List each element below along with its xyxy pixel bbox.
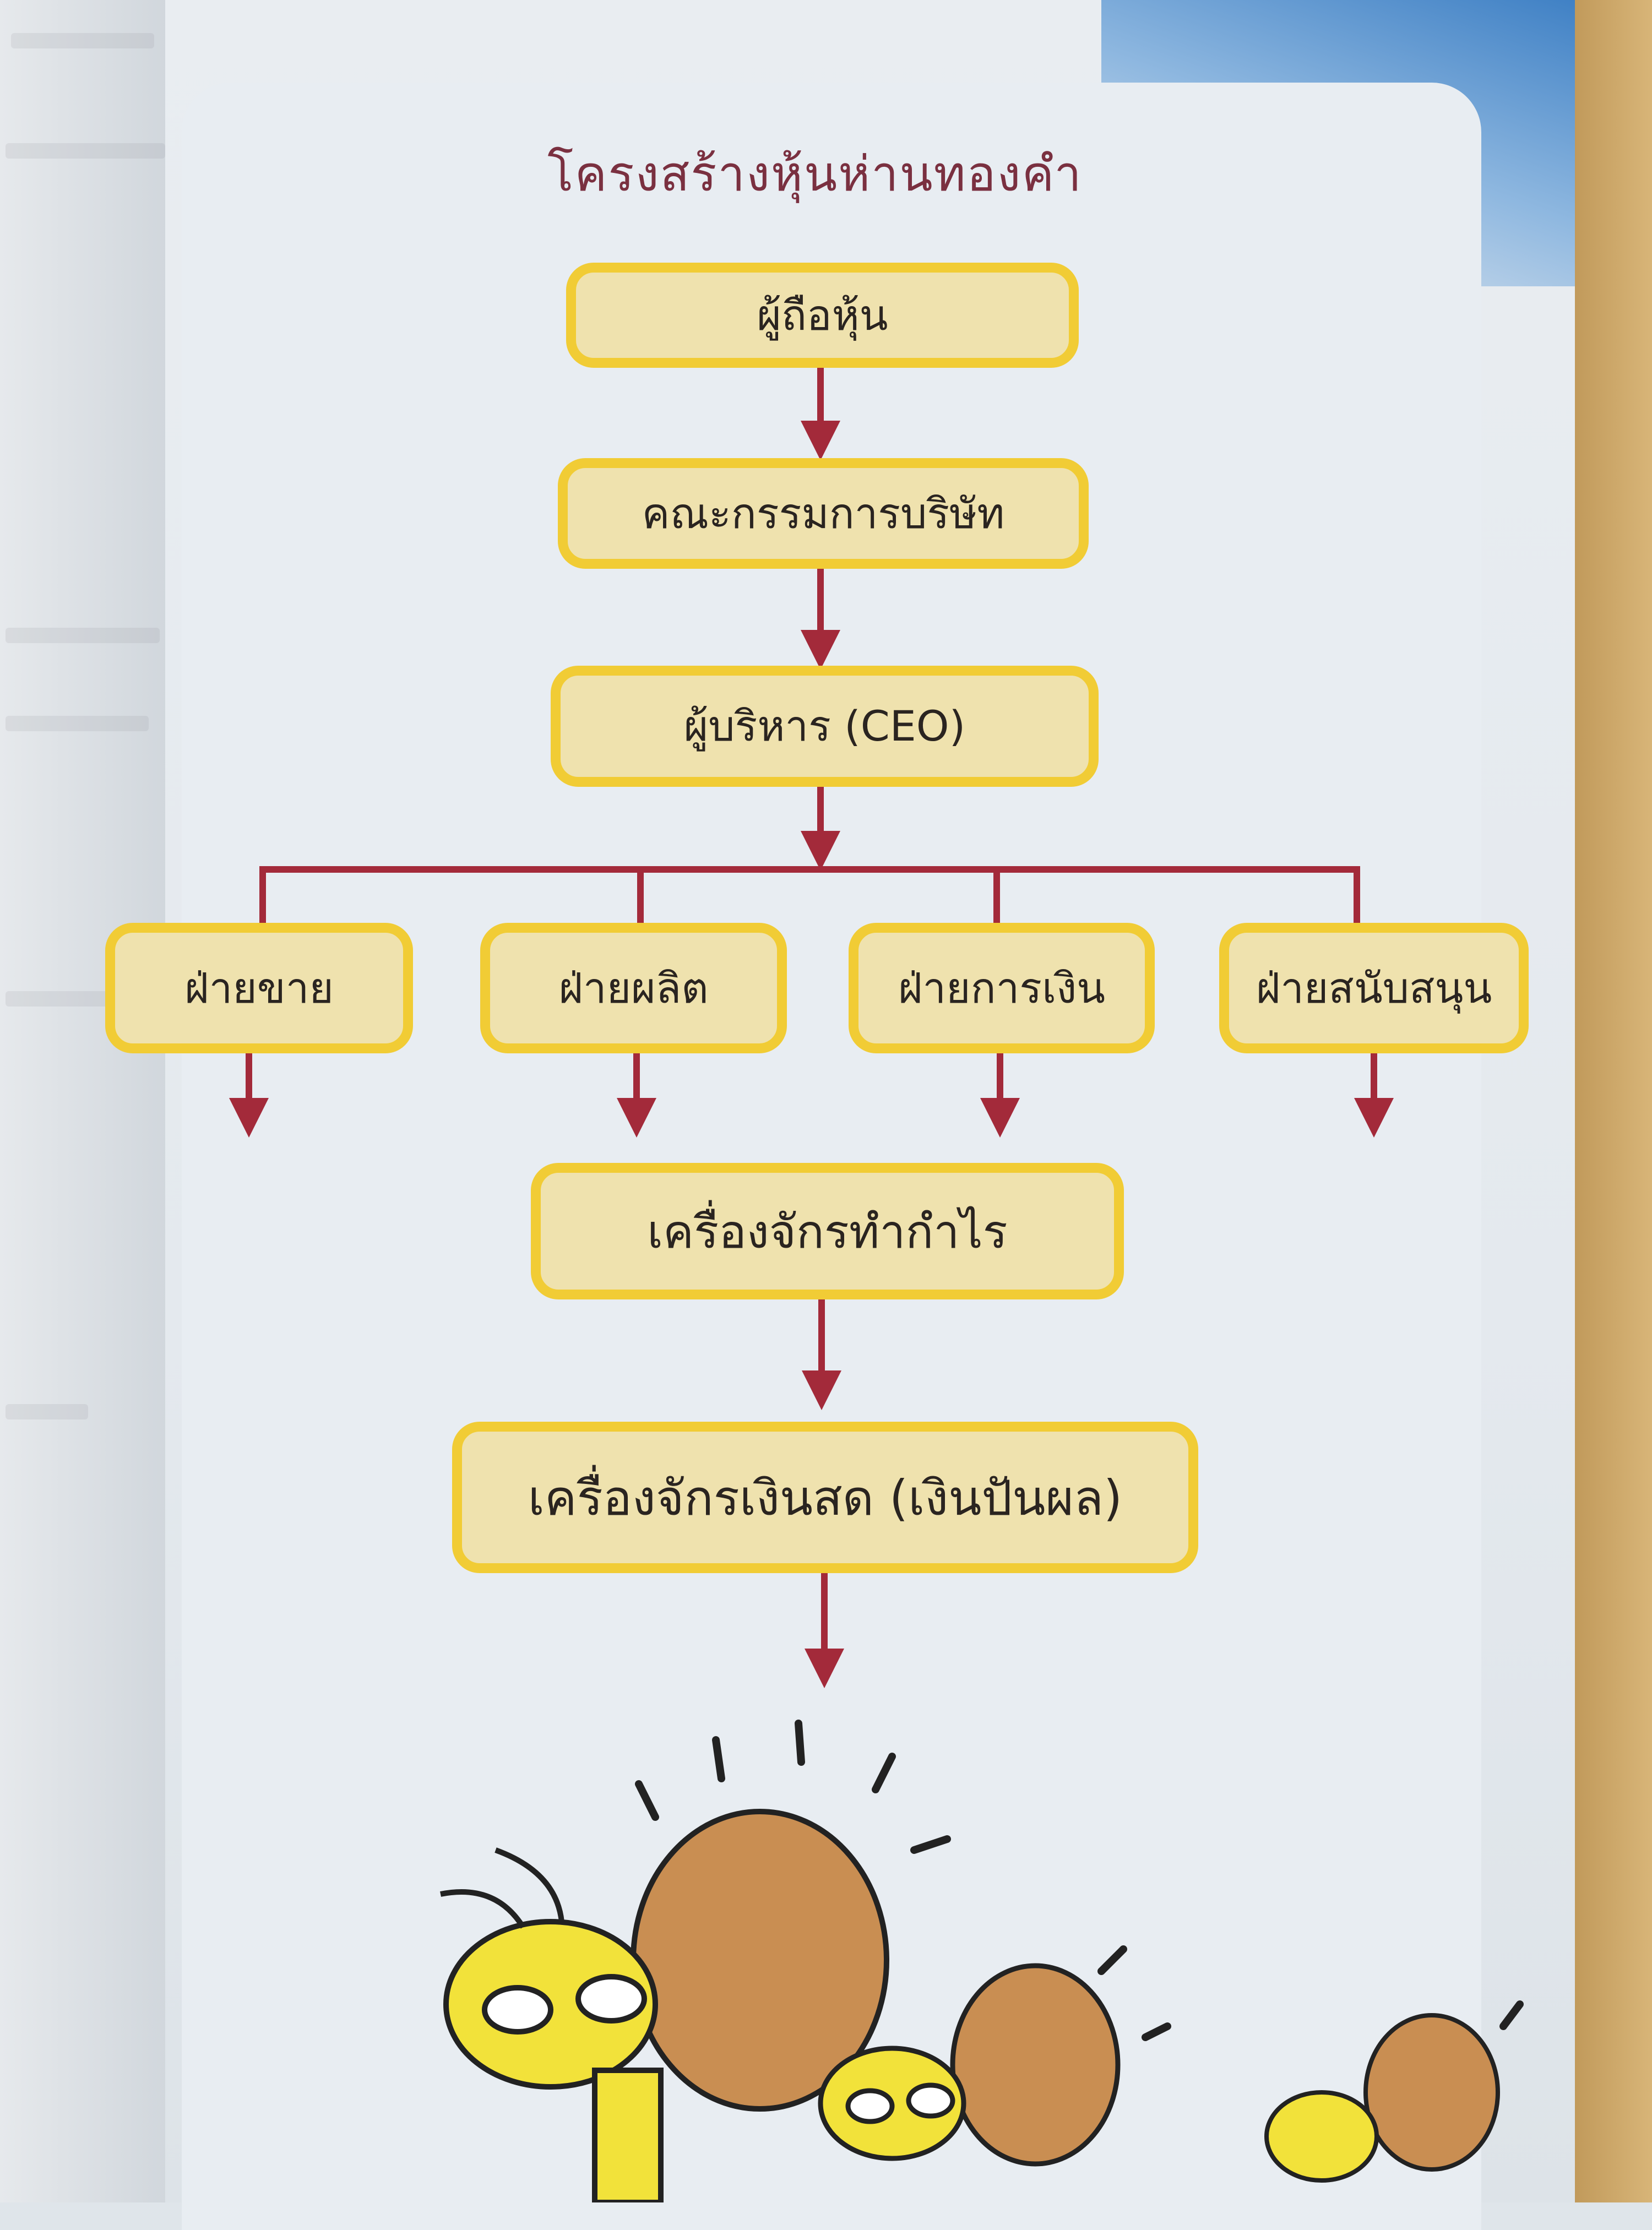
node-board: คณะกรรมการบริษัท (558, 458, 1089, 569)
facing-page (0, 0, 182, 2202)
node-support: ฝ่ายสนับสนุน (1219, 923, 1529, 1053)
goose-small (1264, 2013, 1500, 2183)
goose-large (440, 1809, 889, 2202)
node-finance: ฝ่ายการเงิน (849, 923, 1155, 1053)
node-profit-machine: เครื่องจักรทำกำไร (531, 1163, 1124, 1299)
shine-marks (635, 1720, 1524, 2041)
diagram-title: โครงสร้างหุ้นห่านทองคำ (547, 145, 1083, 202)
node-ceo: ผู้บริหาร (CEO) (551, 666, 1099, 787)
table-edge (1575, 0, 1652, 2202)
goose-medium (818, 1963, 1121, 2167)
node-cash-machine: เครื่องจักรเงินสด (เงินปันผล) (452, 1422, 1198, 1573)
branch-line (259, 866, 1360, 923)
node-sales: ฝ่ายขาย (105, 923, 413, 1053)
node-production: ฝ่ายผลิต (480, 923, 787, 1053)
node-shareholders: ผู้ถือหุ้น (566, 263, 1079, 368)
